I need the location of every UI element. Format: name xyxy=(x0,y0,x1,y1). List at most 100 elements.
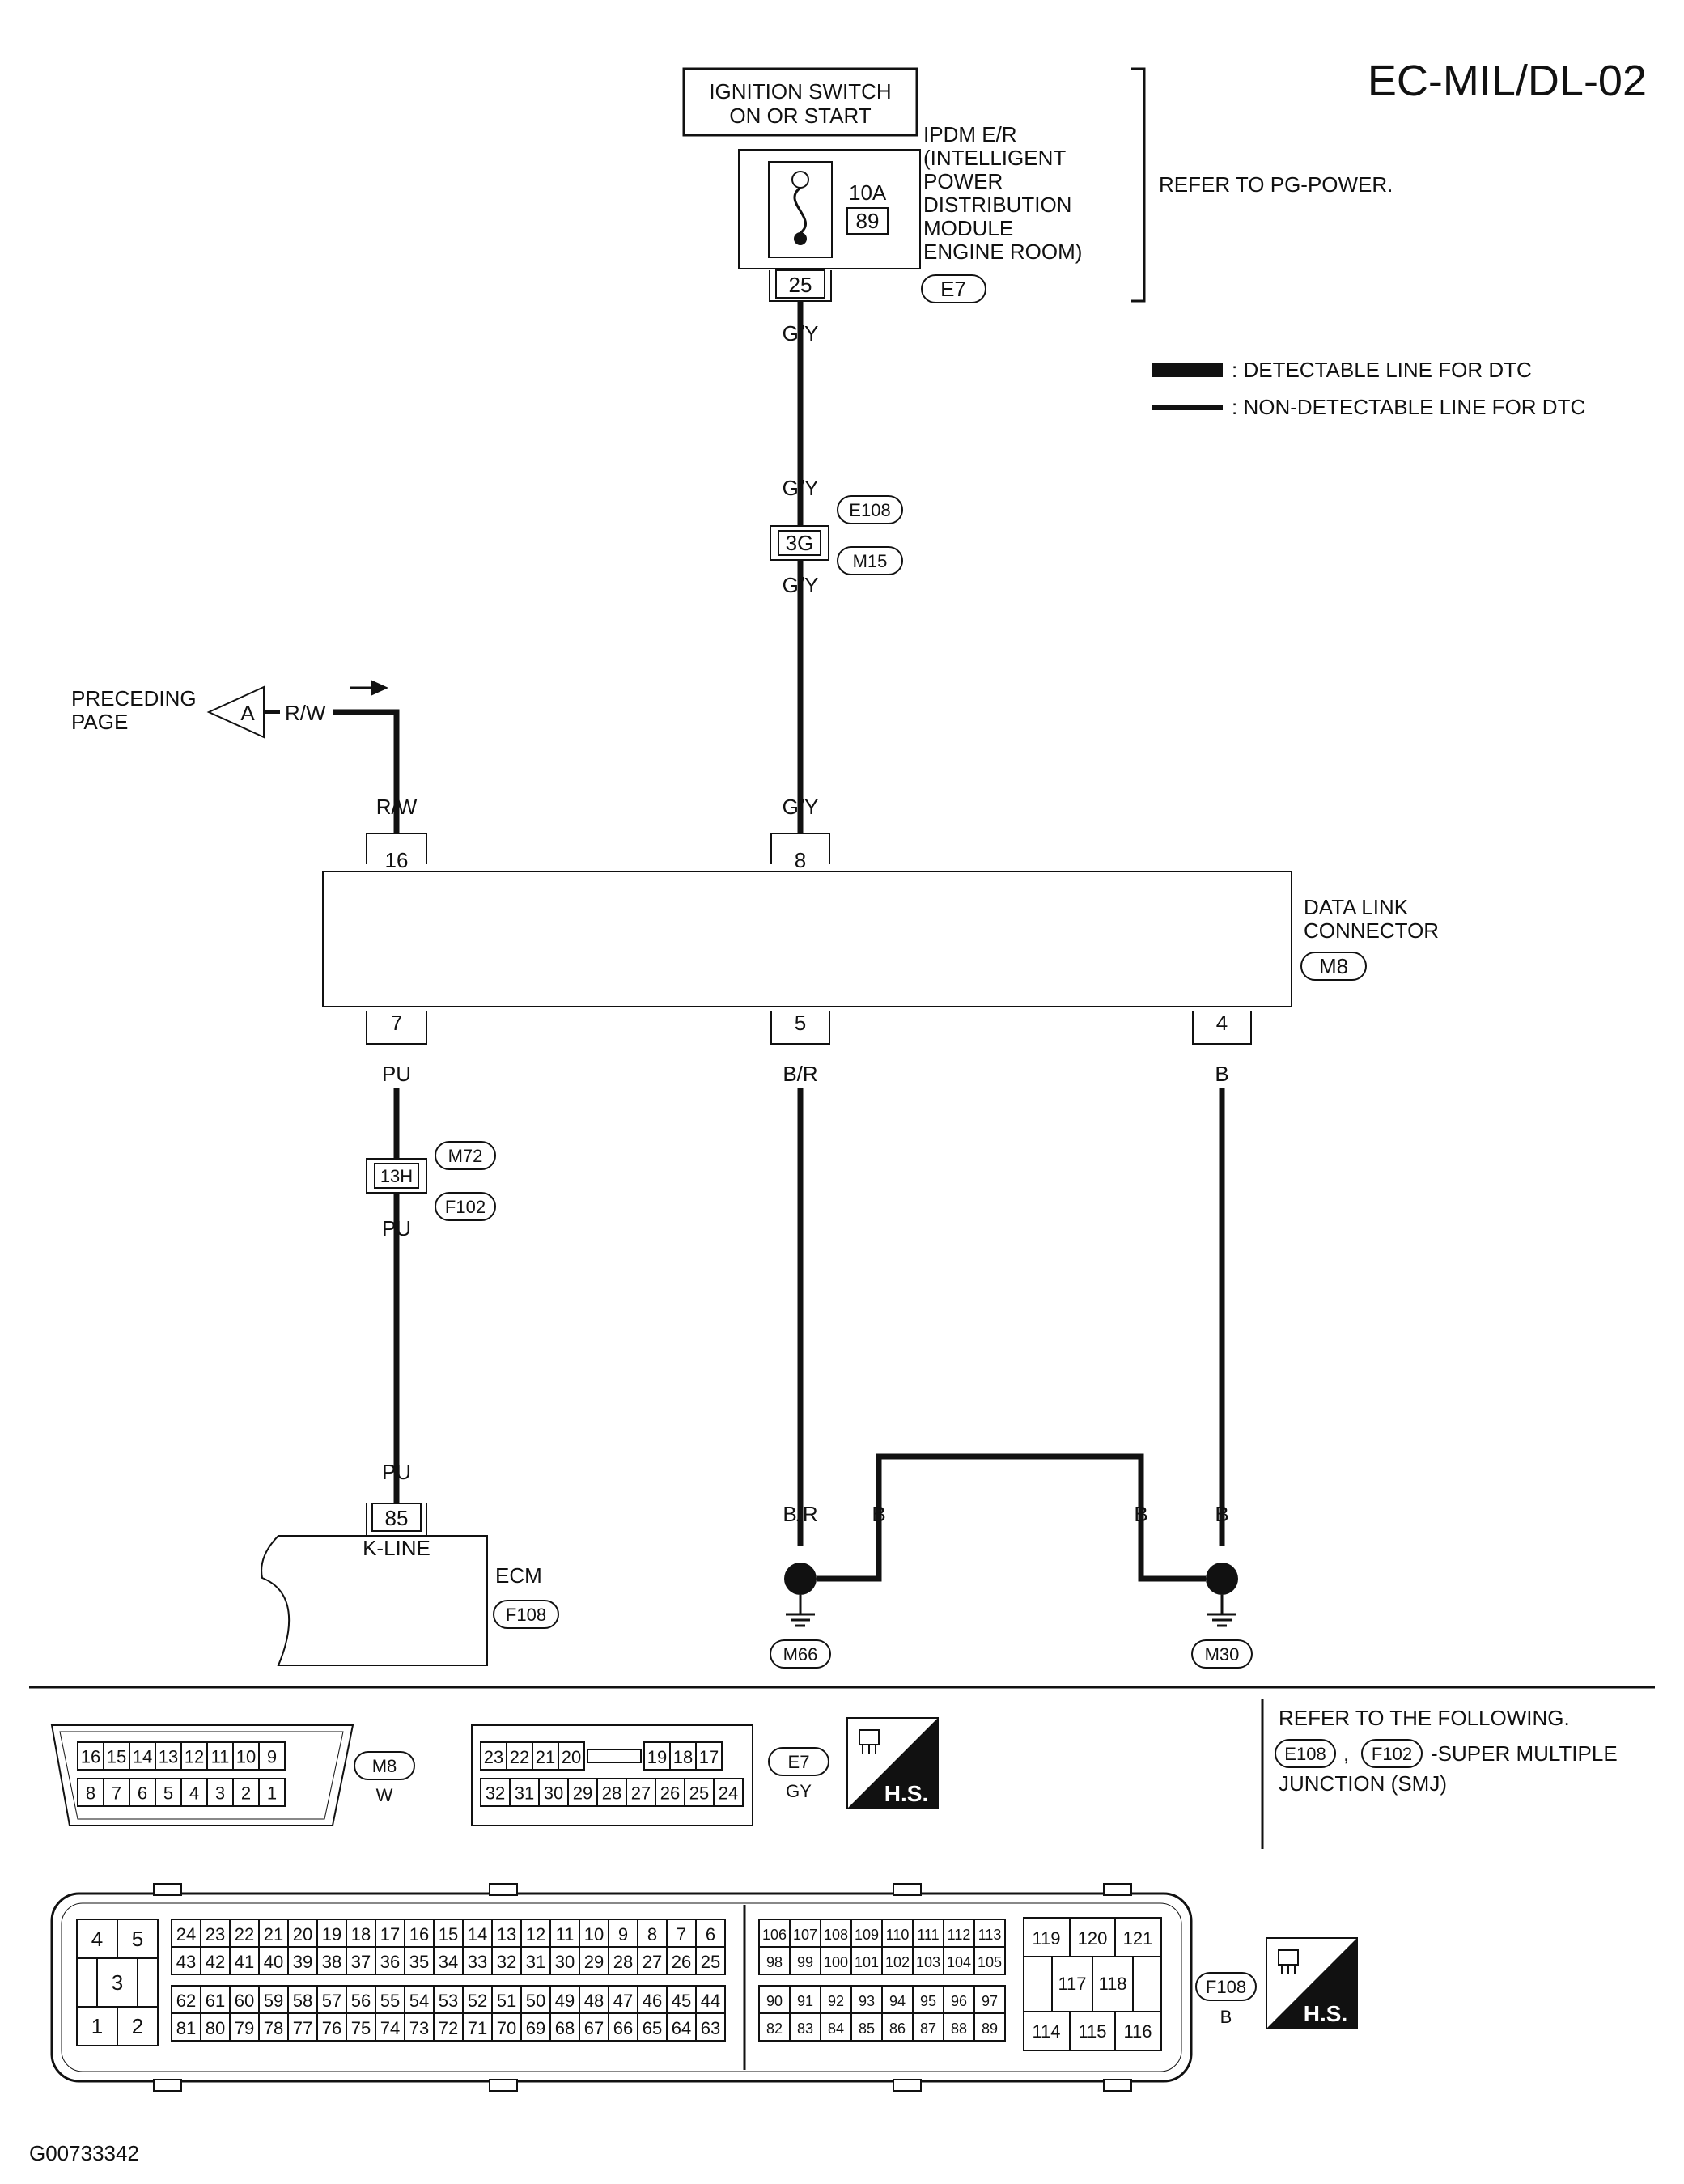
m8-row2-pin: 6 xyxy=(138,1783,147,1804)
f108-right-pin: 92 xyxy=(828,1993,844,2009)
junction-13h-pin: 13H xyxy=(380,1166,413,1186)
direction-arrow-icon xyxy=(371,680,388,696)
junction-13h-badge-bottom xyxy=(435,1192,496,1221)
wire-gy-label-2: G/Y xyxy=(783,476,819,500)
m8-row1-pin: 10 xyxy=(236,1747,256,1767)
f108-latch-5 xyxy=(153,2079,182,2092)
f108-mid-pin: 75 xyxy=(351,2018,371,2038)
f108-face-badge xyxy=(1195,1972,1257,2001)
hs-badge-f108: H.S. xyxy=(1266,1937,1358,2029)
f108-mid-pin: 11 xyxy=(556,1924,575,1944)
dlc-pin-7-bracket xyxy=(366,1011,427,1045)
m8-face-connector: M8 xyxy=(372,1756,397,1776)
e7-row2-pin: 25 xyxy=(689,1783,709,1804)
f108-right-pin: 86 xyxy=(889,2021,906,2037)
f108-mid-pin: 15 xyxy=(439,1924,458,1944)
legend-thin-line xyxy=(1152,405,1223,410)
junction-3g-inner xyxy=(778,530,821,556)
f108-right-pin: 89 xyxy=(982,2021,998,2037)
f108-far-right-block: 119 120 121 117 118 114 115 116 xyxy=(1023,1917,1162,2051)
fuse-terminal-bottom xyxy=(794,232,807,245)
preceding-page-marker[interactable] xyxy=(206,685,265,739)
e7-face-connector: E7 xyxy=(788,1752,810,1772)
dlc-connector-badge xyxy=(1300,952,1367,981)
wire-gy-label-1: G/Y xyxy=(783,321,819,346)
junction-3g-badge-top xyxy=(837,495,903,524)
dlc-connector: M8 xyxy=(1319,954,1348,978)
f108-mid-pin: 79 xyxy=(235,2018,254,2038)
f108-right-cell xyxy=(973,2012,1006,2042)
m8-face-outline xyxy=(50,1724,354,1826)
f108-mid-pin: 53 xyxy=(439,1991,458,2011)
wire-gy-label-3: G/Y xyxy=(783,573,819,597)
wire-b-label-2: B xyxy=(1215,1502,1228,1526)
m8-row2-pin: 2 xyxy=(241,1783,251,1804)
f108-mid-pin: 25 xyxy=(701,1952,720,1972)
f108-mid-pin: 13 xyxy=(497,1924,516,1944)
junction-13h-conn-top: M72 xyxy=(448,1146,483,1166)
dlc-pin-16-bracket xyxy=(366,833,427,864)
e7-row1-pin: 23 xyxy=(484,1747,503,1767)
f108-latch-2 xyxy=(489,1883,518,1896)
fuse-outline xyxy=(768,161,833,258)
fuse-number: 89 xyxy=(856,209,880,233)
f108-mid-pin: 23 xyxy=(206,1924,225,1944)
ecm-connector: F108 xyxy=(506,1605,546,1625)
dlc-pin-7: 7 xyxy=(391,1011,402,1035)
f108-mid-pin: 74 xyxy=(380,2018,400,2038)
junction-3g-badge-bottom xyxy=(837,546,903,575)
dlc-pin-4: 4 xyxy=(1216,1011,1228,1035)
f108-right-pin: 84 xyxy=(828,2021,844,2037)
ground-bridge-label-2: B xyxy=(1134,1502,1147,1526)
e7-keyway xyxy=(587,1749,642,1763)
fuse-amp: 10A xyxy=(849,180,887,205)
ground-node-m30 xyxy=(1206,1563,1238,1595)
ground-badge-m30 xyxy=(1191,1639,1253,1669)
wire-pu-label-3: PU xyxy=(382,1460,411,1484)
junction-13h-conn-bottom: F102 xyxy=(445,1197,486,1217)
f108-face-color: B xyxy=(1220,2007,1232,2027)
f108-mid-pin: 12 xyxy=(526,1924,545,1944)
ipdm-pin-box xyxy=(775,269,825,299)
f108-mid-pin: 7 xyxy=(677,1924,686,1944)
f108-mid-pin: 18 xyxy=(351,1924,371,1944)
f108-mid-pin: 51 xyxy=(497,1991,516,2011)
dlc-pin-5: 5 xyxy=(795,1011,806,1035)
e7-row2-cell xyxy=(713,1778,744,1807)
refer-conn-f102: F102 xyxy=(1372,1744,1412,1764)
ipdm-label-5: MODULE xyxy=(923,216,1013,240)
f108-mid-pin: 8 xyxy=(647,1924,657,1944)
f108-right-pin: 105 xyxy=(978,1954,1002,1970)
f108-right-pin: 112 xyxy=(948,1927,971,1943)
m8-row1-cell xyxy=(258,1741,286,1771)
f108-mid-pin: 36 xyxy=(380,1952,400,1972)
f108-mid-pin: 49 xyxy=(555,1991,575,2011)
e7-row2-pin: 27 xyxy=(631,1783,651,1804)
e7-row1-pin: 20 xyxy=(562,1747,581,1767)
junction-3g-pin: 3G xyxy=(786,531,814,555)
f108-right-pin: 102 xyxy=(885,1954,910,1970)
f108-right-pin: 97 xyxy=(982,1993,998,2009)
f108-mid-pin: 60 xyxy=(235,1991,254,2011)
ignition-switch-box xyxy=(682,67,918,137)
f108-right-pin: 103 xyxy=(916,1954,940,1970)
f108-mid-pin: 38 xyxy=(322,1952,341,1972)
refer-separator: , xyxy=(1343,1741,1349,1766)
f108-pin-120: 120 xyxy=(1078,1928,1108,1949)
ignition-line2: ON OR START xyxy=(729,104,871,128)
f108-right-pin: 104 xyxy=(947,1954,971,1970)
refer-conn-e108: E108 xyxy=(1284,1744,1326,1764)
ipdm-label-1: IPDM E/R xyxy=(923,122,1017,146)
f108-latch-4 xyxy=(1103,1883,1132,1896)
f108-mid-pin: 46 xyxy=(643,1991,662,2011)
f108-right-pin: 99 xyxy=(797,1954,813,1970)
ecm-name: ECM xyxy=(495,1563,542,1588)
e7-row2-pin: 24 xyxy=(719,1783,738,1804)
ground-node-m66 xyxy=(784,1563,817,1595)
f108-mid-pin: 40 xyxy=(264,1952,283,1972)
f108-latch-1 xyxy=(153,1883,182,1896)
f108-mid-pin: 28 xyxy=(613,1952,633,1972)
